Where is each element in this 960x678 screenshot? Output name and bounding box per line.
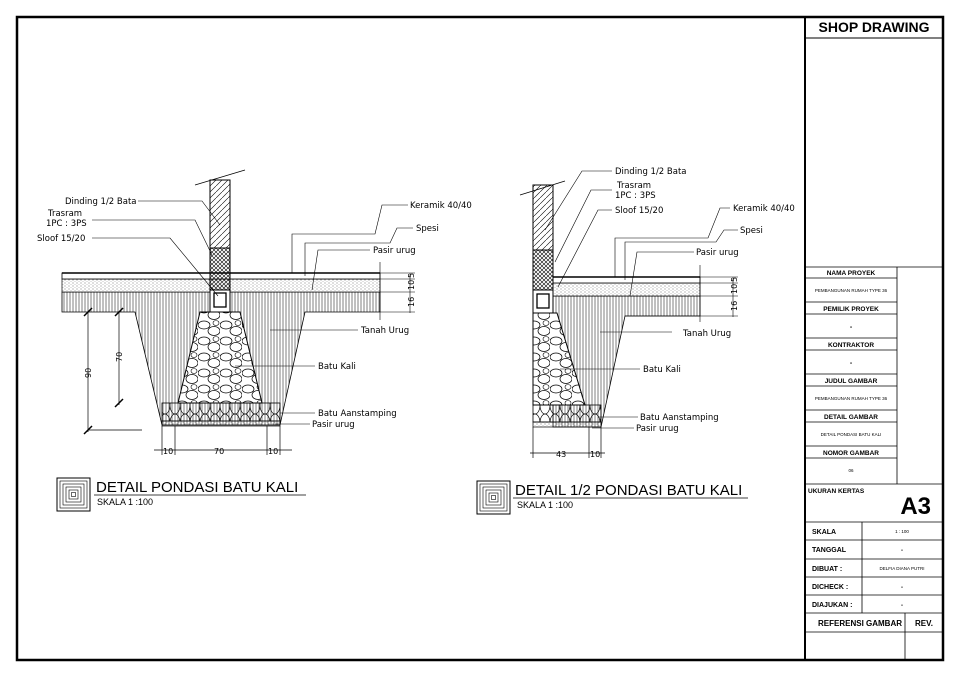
detail-gambar-label: DETAIL GAMBAR: [824, 414, 878, 421]
tanggal-label: TANGGAL: [812, 547, 847, 554]
label-batu-kali: Batu Kali: [643, 365, 681, 375]
diajukan-label: DIAJUKAN :: [812, 602, 852, 609]
label-trasram: Trasram: [47, 209, 82, 219]
label-sloof: Sloof 15/20: [615, 206, 663, 216]
title-block: SHOP DRAWING NAMA PROYEK PEMBANGUNAN RUM…: [805, 17, 944, 660]
batu-kali-fill: [178, 312, 262, 403]
skala-value: 1 : 100: [895, 529, 909, 534]
dim-bottom-right: 10: [590, 450, 600, 459]
kontraktor-label: KONTRAKTOR: [828, 342, 874, 349]
detail-title-icon: [56, 477, 91, 512]
diajukan-value: -: [901, 603, 903, 609]
label-pasir-urug-bottom: Pasir urug: [312, 420, 355, 430]
label-trasram-mix: 1PC : 3PS: [46, 219, 87, 229]
label-pasir-urug-top: Pasir urug: [696, 248, 739, 258]
label-pasir-urug-bottom: Pasir urug: [636, 424, 679, 434]
dim-bottom-mid: 70: [214, 447, 224, 456]
label-spesi: Spesi: [740, 226, 763, 236]
dibuat-value: DELFIA DIANA PUTRI: [879, 566, 924, 571]
nomor-gambar-value: 06: [848, 468, 854, 473]
dim-90: 90: [84, 368, 93, 378]
dim-10: 10: [407, 280, 416, 290]
rev-label: REV.: [915, 619, 933, 628]
ukuran-kertas-label: UKURAN KERTAS: [808, 488, 865, 495]
label-dinding: Dinding 1/2 Bata: [615, 167, 687, 177]
label-aanstamping: Batu Aanstamping: [318, 409, 397, 419]
kontraktor-value: -: [850, 360, 853, 367]
label-trasram: Trasram: [616, 181, 651, 191]
detail-half-drawing: 5 10 16 43 10 Dinding 1/2 Bata Trasram 1…: [476, 167, 795, 515]
title-block-header: SHOP DRAWING: [819, 19, 930, 35]
pemilik-proyek-label: PEMILIK PROYEK: [823, 306, 879, 313]
label-tanah-urug: Tanah Urug: [682, 329, 731, 339]
tanggal-value: -: [901, 548, 903, 554]
detail-title-icon: [476, 480, 511, 515]
dim-70: 70: [115, 352, 124, 362]
dim-bottom-left: 43: [556, 450, 566, 459]
nama-proyek-value: PEMBANGUNAN RUMAH TYPE 36: [815, 288, 888, 293]
dim-bottom-left: 10: [163, 447, 173, 456]
detail-full-drawing: 5 10 16 90 70 10 70 10 Dinding 1/: [37, 169, 472, 512]
trasram: [209, 247, 231, 291]
batu-aanstamping-fill: [161, 402, 281, 422]
dibuat-label: DIBUAT :: [812, 566, 842, 573]
label-sloof: Sloof 15/20: [37, 234, 85, 244]
dicheck-value: -: [901, 585, 903, 591]
nama-proyek-label: NAMA PROYEK: [827, 270, 876, 277]
nomor-gambar-label: NOMOR GAMBAR: [823, 450, 879, 457]
dim-bottom-right: 10: [268, 447, 278, 456]
label-keramik: Keramik 40/40: [410, 201, 472, 211]
pasir-urug-bottom: [161, 420, 281, 427]
label-trasram-mix: 1PC : 3PS: [615, 191, 656, 201]
dim-16: 16: [407, 297, 416, 307]
judul-gambar-value: PEMBANGUNAN RUMAH TYPE 36: [815, 396, 888, 401]
detail-full-title: DETAIL PONDASI BATU KALI: [96, 479, 298, 496]
dim-5: 5: [407, 273, 416, 278]
dim-10: 10: [730, 284, 739, 294]
detail-half-title: DETAIL 1/2 PONDASI BATU KALI: [515, 482, 742, 499]
label-aanstamping: Batu Aanstamping: [640, 413, 719, 423]
detail-half-scale: SKALA 1 :100: [517, 500, 573, 510]
label-pasir-urug-top: Pasir urug: [373, 246, 416, 256]
detail-gambar-value: DETAIL PONDASI BATU KALI: [821, 432, 882, 437]
label-spesi: Spesi: [416, 224, 439, 234]
detail-full-scale: SKALA 1 :100: [97, 497, 153, 507]
dim-16: 16: [730, 301, 739, 311]
referensi-gambar-label: REFERENSI GAMBAR: [818, 619, 902, 628]
dim-5: 5: [730, 277, 739, 282]
skala-label: SKALA: [812, 529, 836, 536]
ukuran-kertas-value: A3: [900, 493, 931, 520]
label-tanah-urug: Tanah Urug: [360, 326, 409, 336]
label-batu-kali: Batu Kali: [318, 362, 356, 372]
dicheck-label: DICHECK :: [812, 584, 848, 591]
pemilik-proyek-value: -: [850, 324, 853, 331]
label-keramik: Keramik 40/40: [733, 204, 795, 214]
label-dinding: Dinding 1/2 Bata: [65, 197, 137, 207]
wall-brick: [209, 179, 231, 249]
judul-gambar-label: JUDUL GAMBAR: [825, 378, 878, 385]
